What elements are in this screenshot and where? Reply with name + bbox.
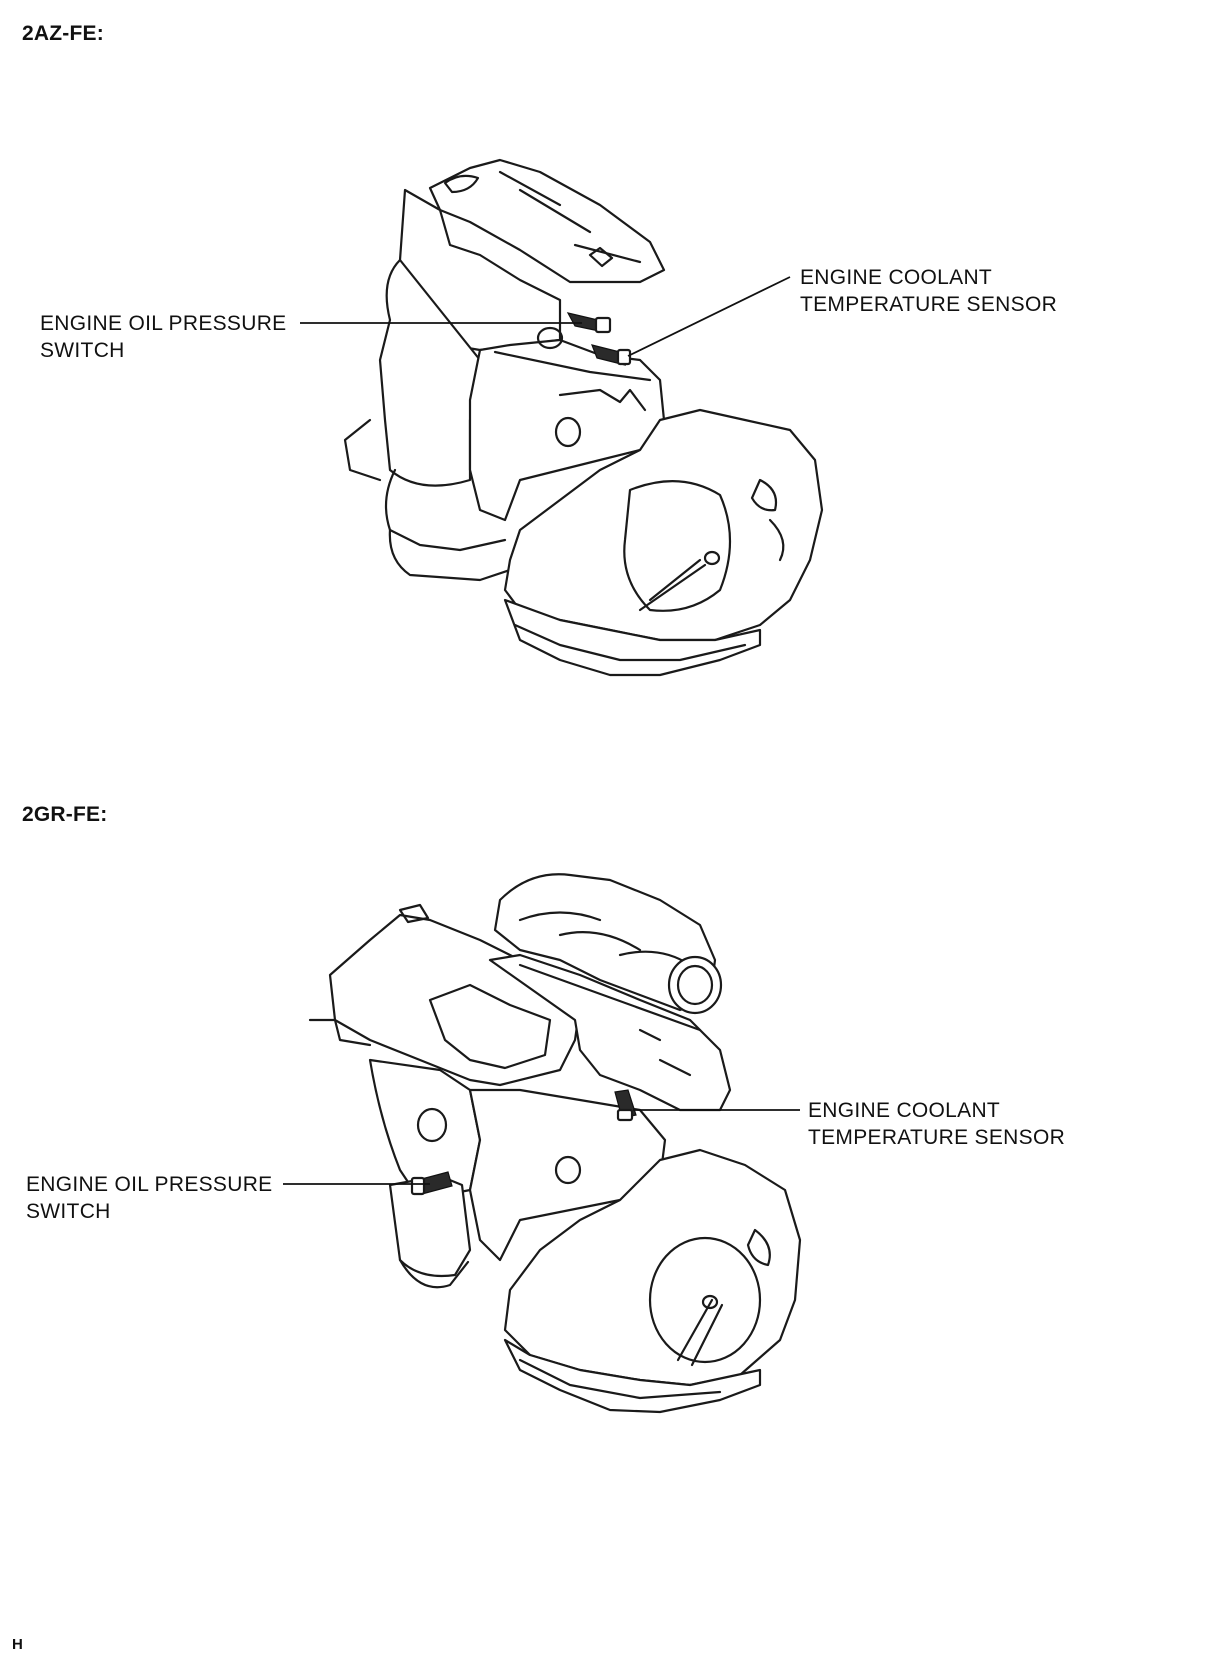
engine-2az-fe-illustration: [343, 158, 824, 677]
section-title-2gr-fe: 2GR-FE:: [22, 803, 108, 826]
label-line-1: ENGINE COOLANT: [808, 1099, 1001, 1122]
label-line-1: ENGINE OIL PRESSURE: [26, 1173, 273, 1196]
label-line-1: ENGINE OIL PRESSURE: [40, 312, 287, 335]
leader-coolant-sensor-2az: [627, 276, 791, 357]
label-line-1: ENGINE COOLANT: [800, 266, 993, 289]
label-engine-oil-pressure-switch-2az: ENGINE OIL PRESSURE SWITCH: [40, 310, 286, 364]
engine-coolant-temperature-sensor-part-2gr: [614, 1089, 637, 1122]
label-line-2: TEMPERATURE SENSOR: [800, 293, 1058, 316]
label-line-2: TEMPERATURE SENSOR: [808, 1126, 1066, 1149]
label-line-2: SWITCH: [26, 1200, 111, 1223]
engine-oil-pressure-switch-part-2az: [566, 312, 612, 334]
label-engine-coolant-temperature-sensor-2gr: ENGINE COOLANT TEMPERATURE SENSOR: [808, 1097, 1065, 1151]
engine-oil-pressure-switch-part-2gr: [410, 1171, 453, 1196]
engine-coolant-temperature-sensor-part-2az: [591, 344, 632, 366]
label-line-2: SWITCH: [40, 339, 125, 362]
footer-mark: H: [12, 1636, 23, 1653]
label-engine-oil-pressure-switch-2gr: ENGINE OIL PRESSURE SWITCH: [26, 1171, 272, 1225]
label-engine-coolant-temperature-sensor-2az: ENGINE COOLANT TEMPERATURE SENSOR: [800, 264, 1057, 318]
engine-2gr-fe-illustration: [308, 873, 802, 1414]
section-title-2az-fe: 2AZ-FE:: [22, 22, 104, 45]
